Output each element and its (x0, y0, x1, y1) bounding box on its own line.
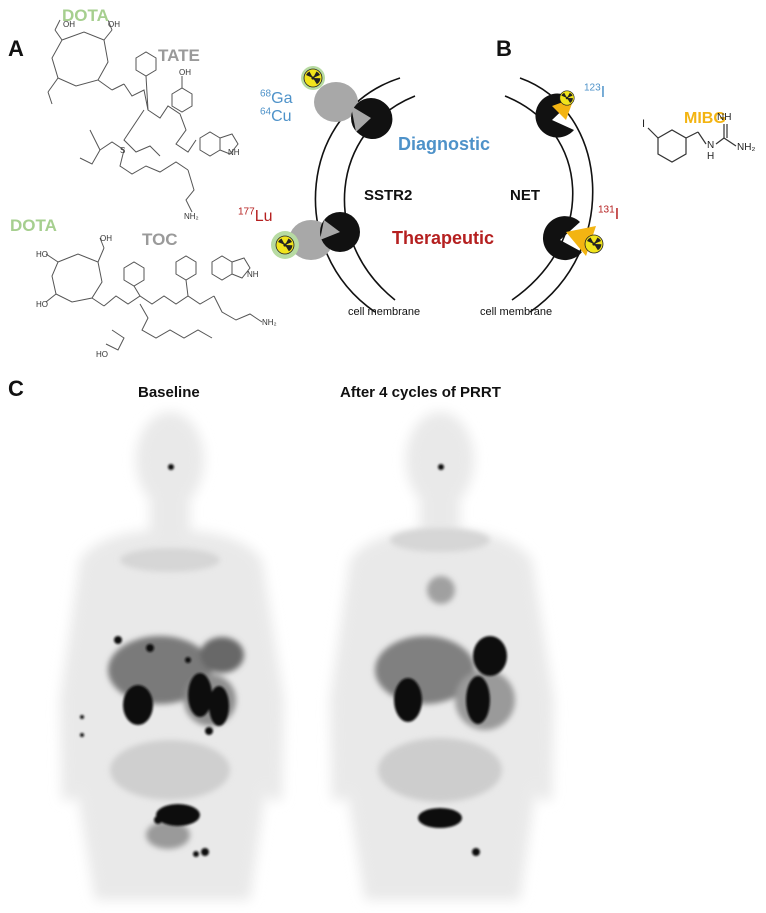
after-prrt-pet-image (330, 412, 554, 900)
lu-isotope-label: 177Lu (238, 206, 273, 225)
ligand-bind-wedge (320, 220, 340, 240)
receptor-net-therapeutic (542, 216, 582, 261)
i123-isotope-label: 123I (584, 82, 606, 101)
oh-label: OH (108, 20, 120, 29)
cu-isotope-label: 64Cu (260, 106, 292, 125)
ho-label: HO (36, 250, 48, 259)
ga-isotope-label: 68Ga (260, 88, 293, 107)
oh-label: OH (63, 20, 75, 29)
i131-isotope-label: 131I (598, 204, 620, 223)
dota-tate-structure (47, 19, 239, 213)
after-prrt-title: After 4 cycles of PRRT (340, 384, 501, 401)
nh2-label: NH₂ (184, 212, 199, 221)
nh2-label: NH₂ (262, 318, 277, 327)
s-label: S (120, 146, 126, 155)
membrane-left-outer (314, 77, 401, 313)
dota-bottom-label: DOTA (10, 216, 57, 235)
mibg-iodine-atom: I (642, 118, 646, 130)
tate-label: TATE (158, 46, 200, 65)
baseline-title: Baseline (138, 384, 200, 401)
mibg-nh2-atom: NH₂ (737, 142, 756, 153)
oh-label: OH (100, 234, 112, 243)
panel-a-letter: A (8, 36, 24, 61)
cell-membrane-left-label: cell membrane (348, 306, 421, 318)
mibg-nh-atom: NH (717, 112, 732, 123)
nh-label: NH (247, 270, 259, 279)
ho-label: HO (96, 350, 108, 359)
mibg-label: MIBG (684, 110, 726, 127)
ho-label: HO (36, 300, 48, 309)
nh-label: NH (228, 148, 240, 157)
mibg-n-atom: N (707, 140, 715, 151)
panel-b-letter: B (496, 36, 512, 61)
diagnostic-label: Diagnostic (398, 134, 491, 154)
mibg-h-atom: H (707, 151, 715, 162)
panel-c-letter: C (8, 376, 24, 401)
membrane-right-inner (504, 95, 574, 301)
oh-label: OH (179, 68, 191, 77)
baseline-pet-image (60, 412, 284, 900)
ligand-diagnostic (314, 82, 358, 122)
dota-toc-structure (45, 237, 263, 351)
sstr2-label: SSTR2 (364, 187, 413, 204)
ligand-bind-wedge (351, 106, 371, 132)
mibg-structure (647, 124, 737, 163)
dota-top-label: DOTA (62, 6, 109, 25)
cell-membrane-right-label: cell membrane (480, 306, 553, 318)
therapeutic-label: Therapeutic (392, 228, 495, 248)
net-label: NET (510, 187, 540, 204)
toc-label: TOC (142, 230, 178, 249)
